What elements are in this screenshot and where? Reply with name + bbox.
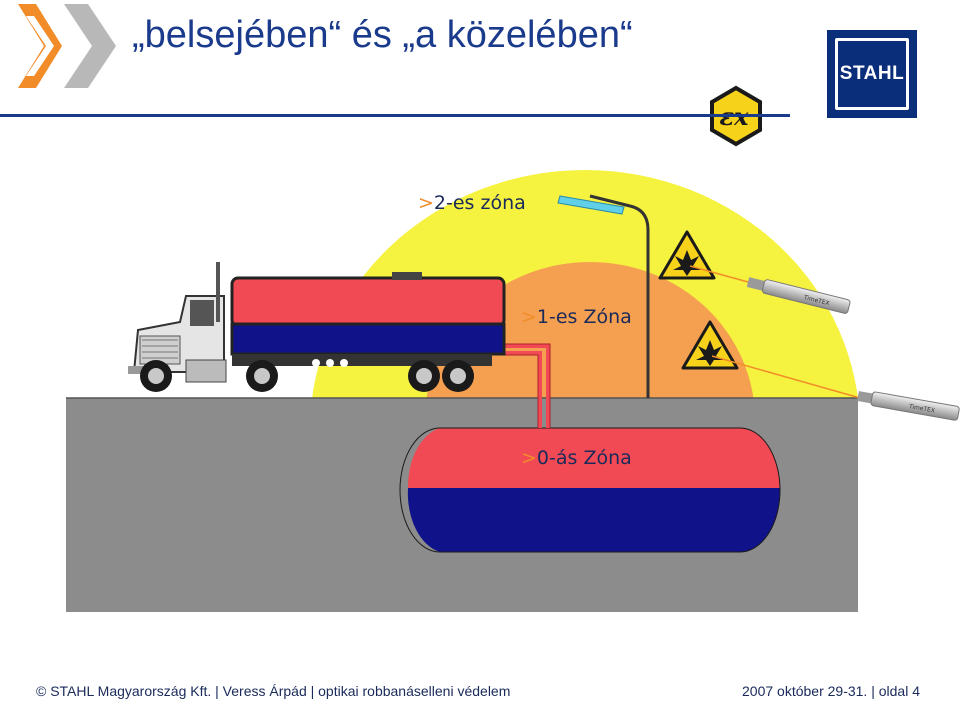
footer-left-text: © STAHL Magyarország Kft. | Veress Árpád… bbox=[36, 683, 511, 699]
explosion-warning-icon bbox=[681, 320, 739, 370]
chevron-arrows-icon bbox=[18, 4, 116, 88]
bullet-arrow-icon: > bbox=[418, 192, 434, 214]
bullet-arrow-icon: > bbox=[521, 306, 537, 328]
optical-sensor-icon: TimeTEX bbox=[746, 277, 851, 314]
laser-beam bbox=[689, 265, 749, 283]
stahl-logo: STAHL bbox=[827, 30, 917, 118]
zone0-label-text: >0-ás Zóna bbox=[521, 447, 632, 469]
svg-text:TimeTEX: TimeTEX bbox=[907, 403, 935, 415]
title-underline bbox=[0, 114, 790, 117]
fill-pipe bbox=[505, 344, 550, 428]
zone1-label: >1-es Zóna bbox=[521, 306, 632, 328]
bullet-arrow-icon: > bbox=[521, 447, 537, 469]
footer: © STAHL Magyarország Kft. | Veress Árpád… bbox=[0, 677, 960, 705]
footer-right-text: 2007 október 29-31. | oldal 4 bbox=[742, 683, 920, 699]
logo-text: STAHL bbox=[839, 63, 905, 84]
laser-beam bbox=[711, 355, 861, 399]
optical-sensor-icon: TimeTEX bbox=[857, 391, 960, 421]
tanker-truck-icon bbox=[128, 262, 506, 392]
underground-tank-icon bbox=[399, 427, 781, 553]
street-lamp-icon bbox=[557, 194, 650, 398]
zone2-label: >2-es zóna bbox=[418, 192, 526, 214]
zone1-area bbox=[426, 262, 754, 398]
explosion-warning-icon bbox=[658, 230, 716, 280]
zone1-label-text: >1-es Zóna bbox=[521, 306, 632, 328]
zone0-label: >0-ás Zóna bbox=[521, 447, 632, 469]
zone2-label-text: >2-es zóna bbox=[418, 192, 526, 214]
page-title: „belsejében“ és „a közelében“ bbox=[132, 14, 633, 56]
